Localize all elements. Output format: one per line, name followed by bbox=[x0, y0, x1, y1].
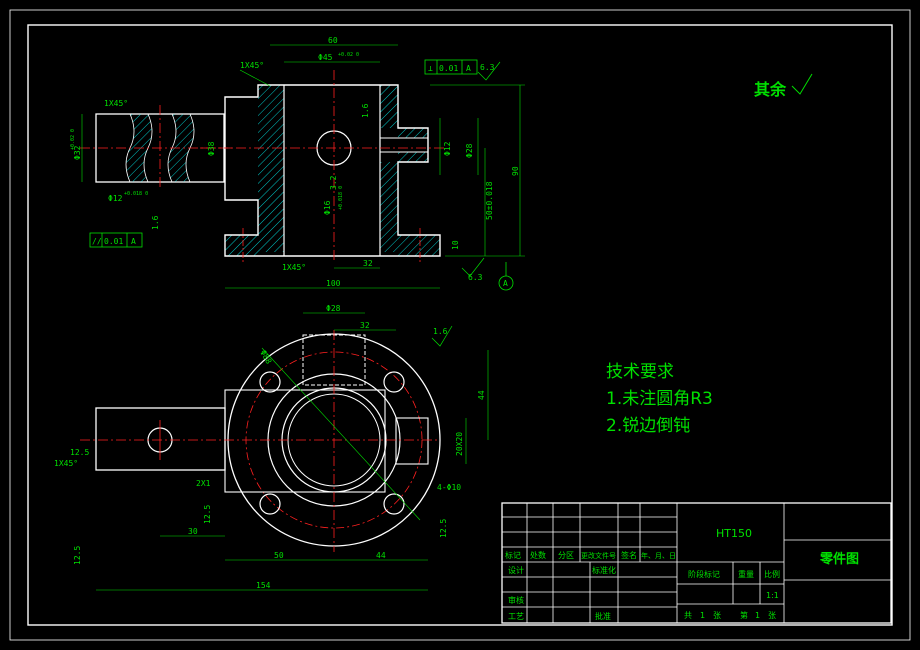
rev-h-3: 分区 bbox=[558, 551, 574, 560]
top-groove: 2X1 bbox=[196, 479, 211, 488]
rev-h-1: 标记 bbox=[505, 550, 521, 560]
top-dim-32: 32 bbox=[360, 321, 370, 330]
dim-10: 10 bbox=[451, 240, 460, 250]
outer-border bbox=[9, 9, 911, 641]
top-rough-16: 1.6 bbox=[433, 327, 448, 336]
tb-unit1: 张 bbox=[713, 611, 721, 620]
dim-100: 100 bbox=[326, 279, 341, 288]
tb-total: 1 bbox=[700, 611, 705, 620]
top-holes: 4-Φ10 bbox=[437, 483, 461, 492]
shaft-rough: 1.6 bbox=[151, 215, 160, 230]
dim-bore-45-tol: +0.02 0 bbox=[338, 52, 359, 58]
title-block-text: HT150 零件图 标记 处数 分区 更改文件号 签名 年、月、日 设计 标准化… bbox=[505, 527, 859, 621]
dim-28: Φ28 bbox=[465, 143, 474, 158]
top-view: Φ28 Φ88 32 1.6 44 20X20 12.5 1X45° 2X1 4… bbox=[54, 304, 489, 591]
top-dim-50: 50 bbox=[274, 551, 284, 560]
top-dim-30: 30 bbox=[188, 527, 198, 536]
shaft-dia-38: Φ38 bbox=[207, 141, 216, 156]
rough-bottom: 6.3 bbox=[468, 273, 483, 282]
top-rough-mid: 12.5 bbox=[203, 505, 212, 524]
top-chamfer: 1X45° bbox=[54, 459, 78, 468]
shaft-dia-32: Φ32 bbox=[73, 145, 82, 160]
dim-bore-45: Φ45 bbox=[318, 53, 333, 62]
shaft-view: 1X45° Φ32 +0.02 0 Φ38 Φ12 +0.018 0 1.6 /… bbox=[70, 99, 232, 248]
tb-weight: 重量 bbox=[738, 569, 754, 579]
rev-h-2: 处数 bbox=[530, 550, 546, 560]
rough-top: 6.3 bbox=[480, 63, 495, 72]
front-hatch-left bbox=[258, 85, 284, 252]
rev-h-4: 更改文件号 bbox=[581, 551, 616, 560]
svg-text://: // bbox=[92, 237, 102, 246]
rough-bore: 1.6 bbox=[361, 103, 370, 118]
datum-a: A bbox=[503, 279, 508, 288]
dim-base-32: 32 bbox=[363, 259, 373, 268]
tb-scale-label: 比例 bbox=[764, 569, 780, 579]
tb-design: 设计 bbox=[508, 565, 524, 575]
tech-item-1: 1.未注圆角R3 bbox=[606, 389, 713, 409]
dim-16: Φ16 bbox=[323, 200, 332, 215]
shaft-dia-12: Φ12 bbox=[108, 194, 123, 203]
tb-stage: 阶段标记 bbox=[688, 569, 720, 579]
top-rough-right: 12.5 bbox=[439, 519, 448, 538]
front-hatch-boss bbox=[398, 128, 428, 162]
tb-total-prefix: 共 bbox=[684, 611, 692, 620]
rough-32: 3.2 bbox=[329, 175, 338, 190]
tech-item-2: 2.锐边倒钝 bbox=[606, 416, 690, 436]
tol-value: 0.01 bbox=[439, 64, 458, 73]
dim-16-tol: +0.018 0 bbox=[338, 186, 344, 210]
shaft-tol-value: 0.01 bbox=[104, 237, 123, 246]
top-dim-44b: 44 bbox=[376, 551, 386, 560]
tb-review: 审核 bbox=[508, 595, 524, 605]
top-dim-154: 154 bbox=[256, 581, 271, 590]
title-block bbox=[501, 502, 892, 624]
top-dim-slot: 20X20 bbox=[455, 432, 464, 456]
front-hatch-flange-right bbox=[398, 235, 440, 256]
rev-h-6: 年、月、日 bbox=[641, 551, 676, 560]
top-dim-28: Φ28 bbox=[326, 304, 341, 313]
top-dim-44: 44 bbox=[477, 390, 486, 400]
front-hatch-right bbox=[380, 85, 398, 252]
top-rough-left: 12.5 bbox=[70, 448, 89, 457]
dim-90: 90 bbox=[511, 166, 520, 176]
chamfer-top: 1X45° bbox=[240, 61, 264, 70]
shaft-dia-32-tol: +0.02 0 bbox=[70, 129, 76, 150]
tb-process: 工艺 bbox=[508, 612, 524, 621]
front-hatch-flange-left bbox=[225, 235, 258, 256]
top-rough-far: 12.5 bbox=[73, 546, 82, 565]
rest-finish-note: 其余 bbox=[754, 80, 787, 99]
tb-no-prefix: 第 bbox=[740, 610, 748, 620]
svg-text:⊥: ⊥ bbox=[428, 64, 433, 73]
tech-title: 技术要求 bbox=[606, 362, 674, 382]
shaft-dia-12-tol: +0.018 0 bbox=[124, 191, 148, 197]
dim-60: 60 bbox=[328, 36, 338, 45]
part-name: 零件图 bbox=[819, 551, 859, 567]
front-outline bbox=[224, 84, 441, 257]
shaft-tol-datum: A bbox=[131, 237, 136, 246]
tol-datum: A bbox=[466, 64, 471, 73]
dim-12: Φ12 bbox=[443, 141, 452, 156]
material: HT150 bbox=[716, 527, 752, 540]
tb-unit2: 张 bbox=[768, 611, 776, 620]
inner-border bbox=[27, 24, 893, 626]
rev-h-5: 签名 bbox=[621, 550, 637, 560]
tb-scale: 1:1 bbox=[766, 591, 779, 600]
front-view: 60 Φ45 +0.02 0 1X45° ⊥ 0.01 A 6.3 1.6 Φ1… bbox=[200, 36, 525, 291]
chamfer-bottom: 1X45° bbox=[282, 263, 306, 272]
tb-standard: 标准化 bbox=[592, 565, 616, 575]
shaft-chamfer: 1X45° bbox=[104, 99, 128, 108]
dim-50: 50±0.018 bbox=[485, 181, 494, 220]
tb-approve: 批准 bbox=[595, 611, 611, 621]
tb-no: 1 bbox=[755, 611, 760, 620]
